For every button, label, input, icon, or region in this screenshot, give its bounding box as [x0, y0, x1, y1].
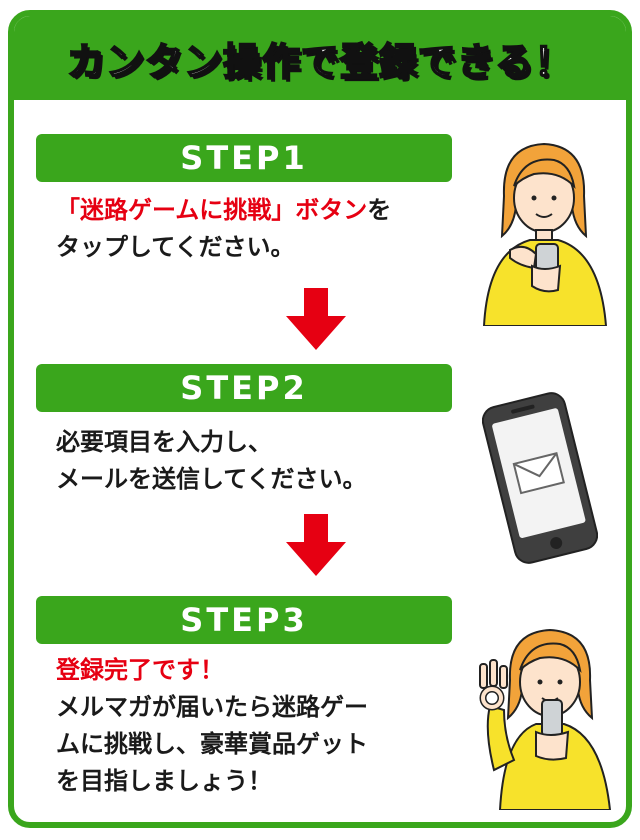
- woman-ok-icon: [479, 628, 612, 810]
- step3-highlight: 登録完了です！: [56, 656, 224, 684]
- registration-panel: カンタン操作で登録できる！ STEP1 「迷路ゲームに挑戦」ボタンを タップして…: [8, 10, 632, 828]
- step2-line-text: 必要項目を入力し、: [56, 428, 272, 456]
- step1-line-text: を: [367, 196, 392, 224]
- woman-phone-icon: [482, 142, 608, 326]
- step2-line: メールを送信してください。: [56, 461, 476, 498]
- step3-text: 登録完了です！ メルマガが届いたら迷路ゲー ムに挑戦し、豪華賞品ゲット を目指し…: [56, 652, 476, 800]
- step3-line: 登録完了です！: [56, 652, 476, 689]
- step1-highlight: 「迷路ゲームに挑戦」ボタン: [56, 196, 368, 224]
- step3-line: を目指しましょう！: [56, 763, 476, 800]
- step1-bar: STEP1: [36, 134, 452, 182]
- step1-line: 「迷路ゲームに挑戦」ボタンを: [56, 192, 476, 229]
- header-banner: カンタン操作で登録できる！: [14, 16, 626, 100]
- step1-line: タップしてください。: [56, 229, 476, 266]
- step1-text: 「迷路ゲームに挑戦」ボタンを タップしてください。: [56, 192, 476, 266]
- step3-bar: STEP3: [36, 596, 452, 644]
- arrow-down-icon: [286, 514, 346, 576]
- step2-line: 必要項目を入力し、: [56, 424, 476, 461]
- step1-line-text: タップしてください。: [56, 233, 295, 261]
- step3-line: ムに挑戦し、豪華賞品ゲット: [56, 726, 476, 763]
- step3-line-text: メルマガが届いたら迷路ゲー: [56, 693, 368, 721]
- title-part: できる！: [417, 39, 574, 85]
- title-part: カンタン: [66, 39, 223, 85]
- smartphone-mail-icon: [482, 392, 598, 564]
- step3-line-text: ムに挑戦し、豪華賞品ゲット: [56, 730, 368, 758]
- title-highlight: 登録: [339, 39, 418, 85]
- header-title: カンタン操作で登録できる！: [66, 31, 574, 86]
- step3-line: メルマガが届いたら迷路ゲー: [56, 689, 476, 726]
- title-part: で: [300, 39, 340, 85]
- arrow-down-icon: [286, 288, 346, 350]
- step3-line-text: を目指しましょう！: [56, 767, 272, 795]
- step2-text: 必要項目を入力し、 メールを送信してください。: [56, 424, 476, 498]
- step2-bar: STEP2: [36, 364, 452, 412]
- step2-line-text: メールを送信してください。: [56, 465, 367, 493]
- title-highlight: 操作: [222, 39, 301, 85]
